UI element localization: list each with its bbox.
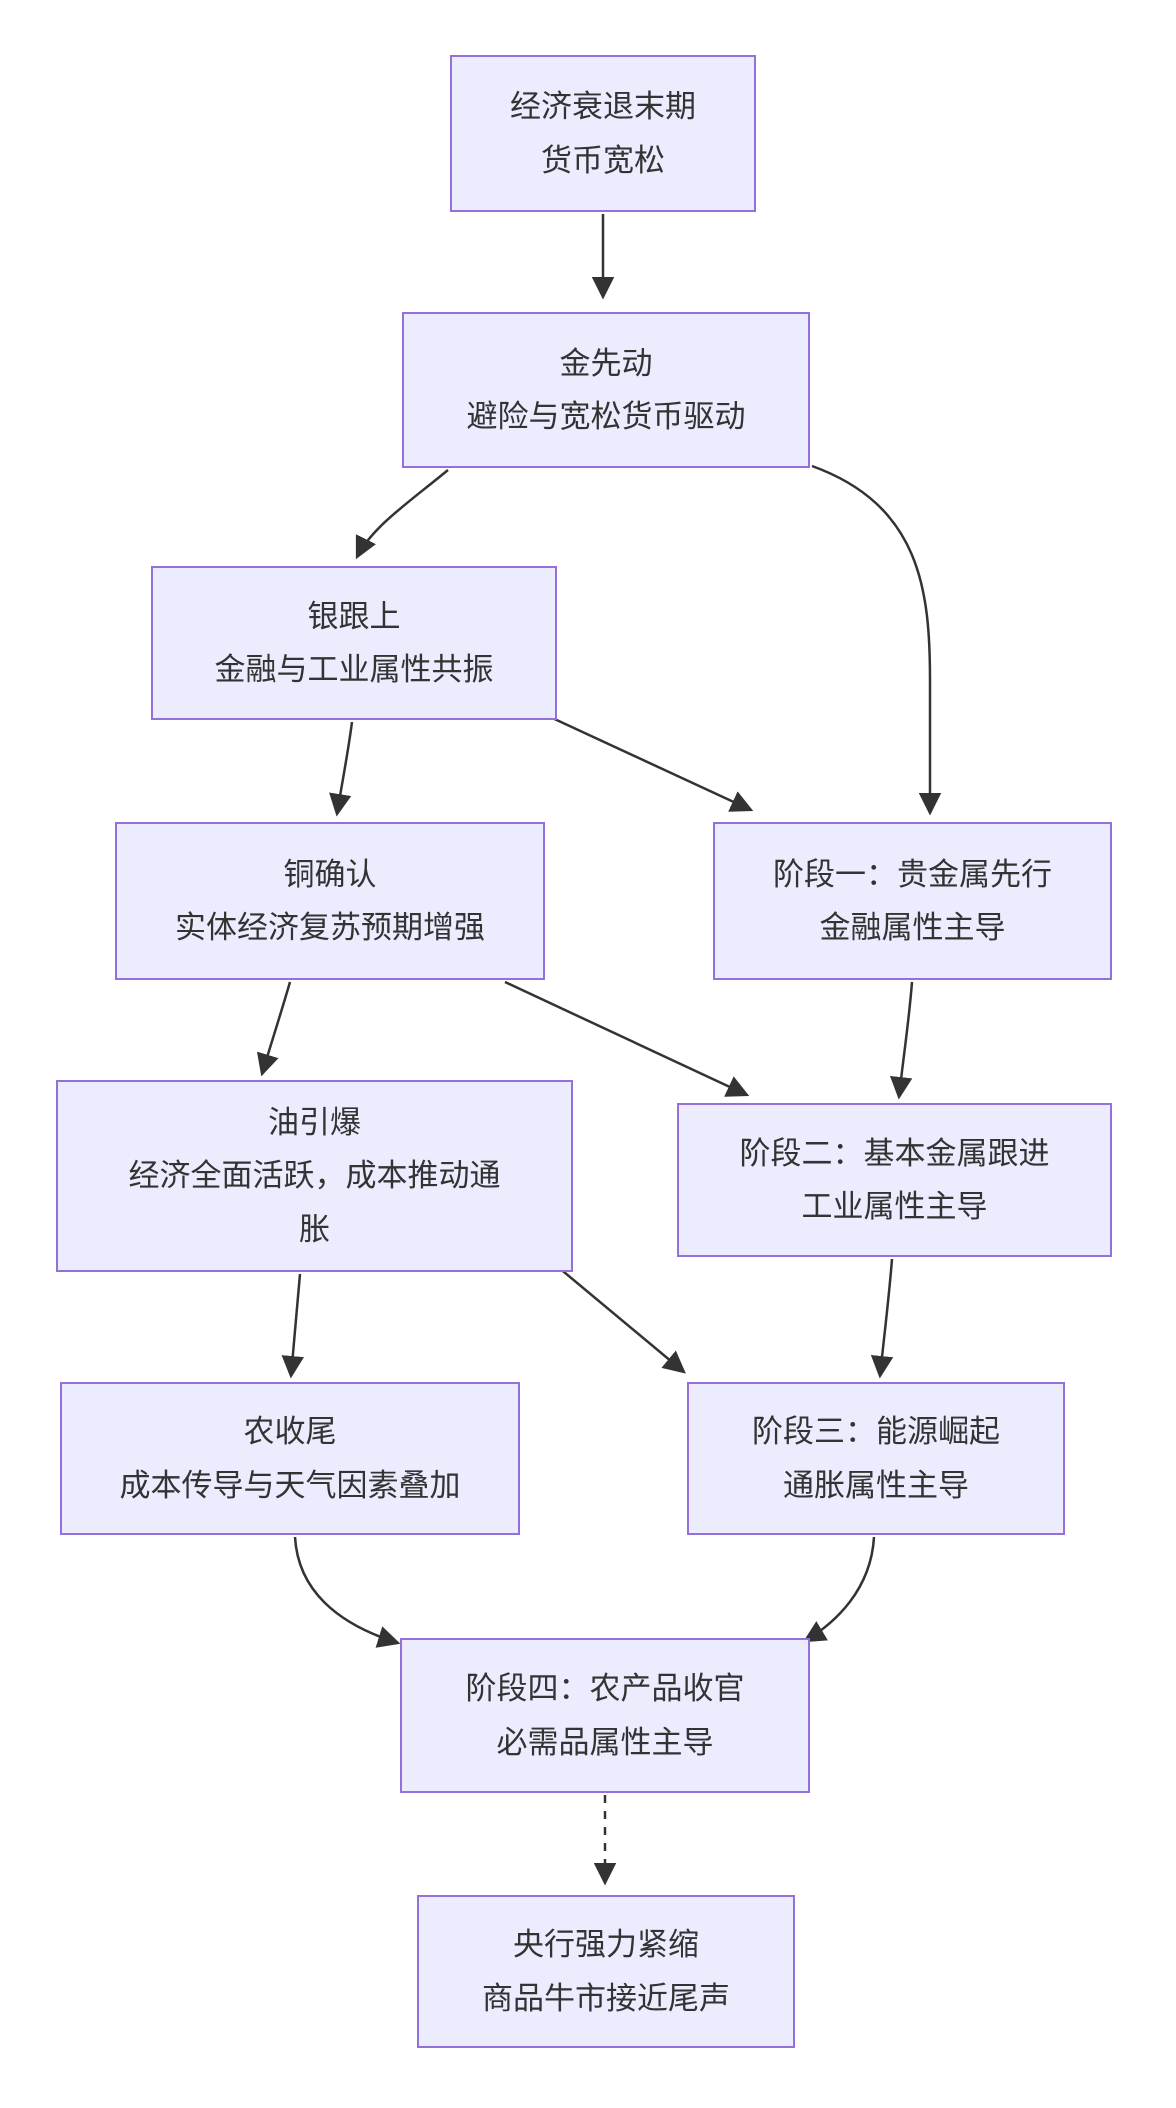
node-stage2: 阶段二：基本金属跟进 工业属性主导 xyxy=(677,1103,1112,1257)
edge-copper-to-oil xyxy=(256,981,292,1077)
edge-oil-to-agri xyxy=(281,1273,304,1379)
edge-silver-to-copper xyxy=(329,721,354,817)
edge-stage2-to-stage3 xyxy=(870,1258,894,1379)
node-label-line: 胀 xyxy=(299,1211,330,1247)
node-label-line: 工业属性主导 xyxy=(801,1189,988,1224)
node-label-line: 金融属性主导 xyxy=(819,910,1006,945)
node-label-line: 银跟上 xyxy=(307,598,401,634)
node-label-line: 通胀属性主导 xyxy=(783,1467,969,1503)
node-tightening-end: 央行强力紧缩 商品牛市接近尾声 xyxy=(417,1895,795,2048)
node-silver-follows: 银跟上 金融与工业属性共振 xyxy=(151,566,557,720)
node-label-line: 金先动 xyxy=(559,345,653,381)
node-label-line: 农收尾 xyxy=(243,1414,337,1450)
node-agri-tail: 农收尾 成本传导与天气因素叠加 xyxy=(60,1382,520,1535)
node-label-line: 必需品属性主导 xyxy=(496,1724,714,1760)
node-label-line: 经济衰退末期 xyxy=(510,89,696,125)
node-label-line: 金融与工业属性共振 xyxy=(214,652,494,687)
node-copper-confirms: 铜确认 实体经济复苏预期增强 xyxy=(115,822,545,980)
node-label-line: 避险与宽松货币驱动 xyxy=(466,399,746,434)
edge-silver-to-stage1 xyxy=(547,714,754,812)
edge-gold-to-silver xyxy=(355,469,449,560)
edge-agri-to-stage4 xyxy=(293,1536,401,1648)
node-stage3: 阶段三：能源崛起 通胀属性主导 xyxy=(687,1382,1065,1535)
node-label-line: 经济全面活跃，成本推动通 xyxy=(128,1158,501,1194)
node-label-line: 油引爆 xyxy=(268,1105,361,1141)
node-label-line: 铜确认 xyxy=(283,856,377,892)
node-recession-easing: 经济衰退末期 货币宽松 xyxy=(450,55,756,212)
edge-oil-to-stage3 xyxy=(551,1261,686,1374)
node-label-line: 阶段四：农产品收官 xyxy=(465,1671,745,1707)
node-label-line: 成本传导与天气因素叠加 xyxy=(119,1467,461,1503)
edge-stage3-to-stage4 xyxy=(802,1536,876,1643)
node-label-line: 阶段二：基本金属跟进 xyxy=(739,1135,1050,1171)
node-gold-first: 金先动 避险与宽松货币驱动 xyxy=(402,312,810,468)
node-label-line: 货币宽松 xyxy=(541,142,665,178)
edge-stage1-to-stage2 xyxy=(889,981,914,1100)
node-oil-ignites: 油引爆 经济全面活跃，成本推动通 胀 xyxy=(56,1080,573,1272)
node-label-line: 阶段三：能源崛起 xyxy=(752,1414,1000,1450)
node-label-line: 商品牛市接近尾声 xyxy=(482,1980,730,2016)
node-label-line: 央行强力紧缩 xyxy=(513,1927,699,1963)
node-stage4: 阶段四：农产品收官 必需品属性主导 xyxy=(400,1638,810,1793)
edge-gold-to-stage1 xyxy=(811,464,942,816)
node-stage1: 阶段一：贵金属先行 金融属性主导 xyxy=(713,822,1112,980)
node-label-line: 阶段一：贵金属先行 xyxy=(773,856,1052,892)
edge-copper-to-stage2 xyxy=(504,980,750,1097)
node-label-line: 实体经济复苏预期增强 xyxy=(175,910,485,945)
